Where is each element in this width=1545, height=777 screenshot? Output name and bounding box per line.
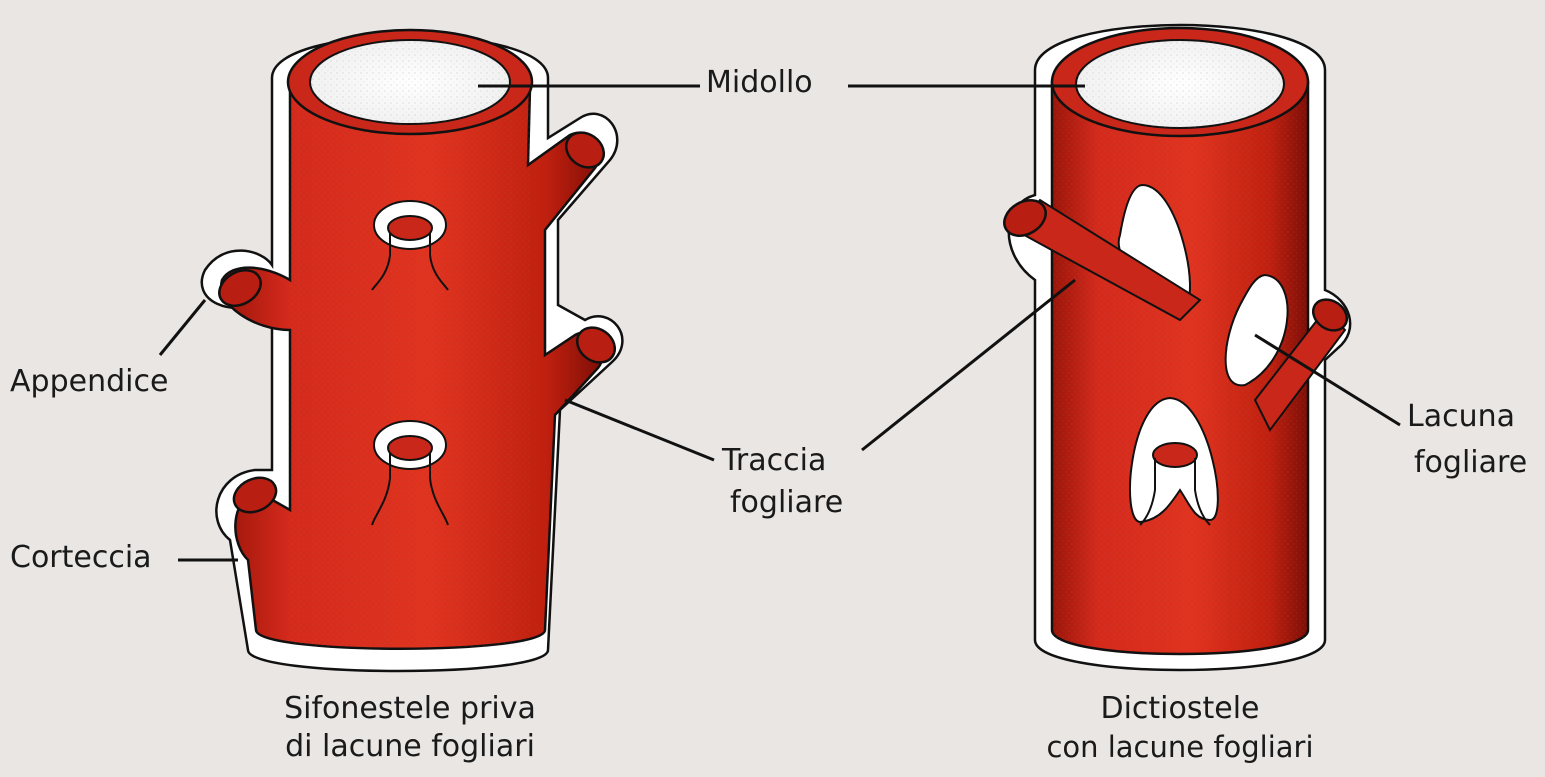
sifonestele-figure xyxy=(202,30,623,671)
caption-sifonestele-line2: di lacune fogliari xyxy=(240,728,580,766)
label-appendice: Appendice xyxy=(10,365,168,399)
label-corteccia: Corteccia xyxy=(10,541,152,575)
caption-dictiostele-line1: Dictiostele xyxy=(980,690,1380,728)
appendice-leader xyxy=(160,300,205,355)
caption-sifonestele-line1: Sifonestele priva xyxy=(240,690,580,728)
left-pith-stipple xyxy=(310,40,510,124)
label-traccia-2: fogliare xyxy=(730,486,843,520)
label-traccia-1: Traccia xyxy=(722,444,826,478)
left-stipple xyxy=(290,88,530,648)
traccia-leader-left xyxy=(565,400,714,460)
right-pith-stipple xyxy=(1076,40,1284,128)
caption-sifonestele: Sifonestele priva di lacune fogliari xyxy=(240,690,580,766)
caption-dictiostele: Dictiostele con lacune fogliari xyxy=(980,690,1380,766)
label-lacuna-2: fogliare xyxy=(1414,446,1527,480)
label-midollo: Midollo xyxy=(706,66,813,100)
dictiostele-figure xyxy=(998,25,1353,670)
caption-dictiostele-line2: con lacune fogliari xyxy=(980,728,1380,766)
label-lacuna-1: Lacuna xyxy=(1407,400,1515,434)
